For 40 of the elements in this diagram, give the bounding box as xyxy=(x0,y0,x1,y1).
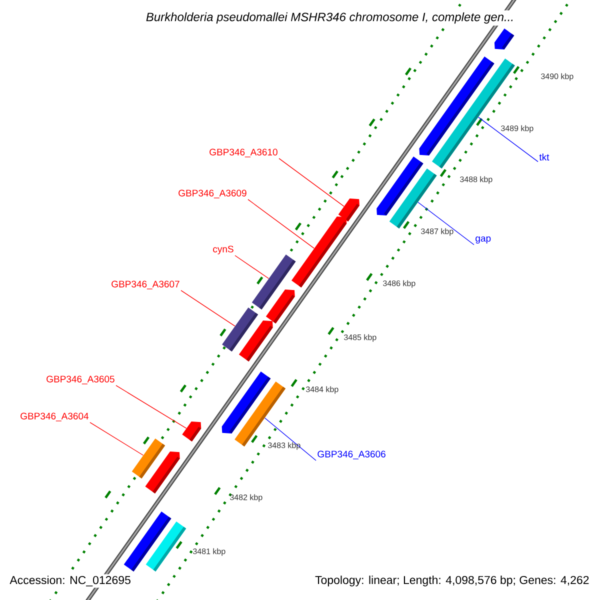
scale-label: 3486 kbp xyxy=(383,280,416,288)
leader-line xyxy=(234,255,270,279)
gene-feature xyxy=(291,216,347,288)
gene-label: GBP346_A3606 xyxy=(318,450,386,460)
scale-label: 3482 kbp xyxy=(230,494,262,502)
leader-line xyxy=(264,418,316,461)
leader-line xyxy=(478,116,538,162)
gene-label: GBP346_A3604 xyxy=(20,412,88,422)
gene-label: GBP346_A3610 xyxy=(210,148,278,158)
gene-feature xyxy=(389,168,437,228)
scale-label: 3489 kbp xyxy=(501,125,534,133)
gene-label: tkt xyxy=(539,154,550,160)
leader-line xyxy=(418,202,474,246)
scale-label: 3484 kbp xyxy=(306,386,338,394)
gene-label: cynS xyxy=(213,246,234,254)
scale-label: 3485 kbp xyxy=(344,334,376,342)
gene-label: GBP346_A3607 xyxy=(112,280,180,290)
title: Burkholderia pseudomallei MSHR346 chromosome I, complete gen... xyxy=(144,10,516,26)
gene-feature xyxy=(146,522,186,572)
gene-feature xyxy=(234,382,286,446)
scale-label: 3487 kbp xyxy=(421,228,454,236)
scale-label: 3481 kbp xyxy=(193,548,226,556)
leader-line xyxy=(248,199,314,249)
footer-text: Topology: linear; Length: 4,098,576 bp; Genes: 4,262 xyxy=(314,574,591,588)
scale-label: 3488 kbp xyxy=(460,176,492,184)
footer-text: Accession: NC_012695 xyxy=(8,574,132,588)
gene-feature xyxy=(266,290,295,324)
leader-line xyxy=(90,422,144,456)
gene-feature xyxy=(494,28,514,50)
leader-line xyxy=(180,290,236,326)
gene-label: GBP346_A3609 xyxy=(178,190,246,198)
gene-feature xyxy=(182,422,202,442)
gene-label: GBP346_A3605 xyxy=(46,376,114,384)
scale-label: 3483 kbp xyxy=(268,442,300,450)
gene-feature xyxy=(238,320,273,362)
gene-label: gap xyxy=(476,236,491,244)
leader-line xyxy=(116,385,187,429)
gene-feature xyxy=(145,452,180,494)
scale-label: 3490 kbp xyxy=(541,73,574,81)
leader-line xyxy=(278,158,344,207)
